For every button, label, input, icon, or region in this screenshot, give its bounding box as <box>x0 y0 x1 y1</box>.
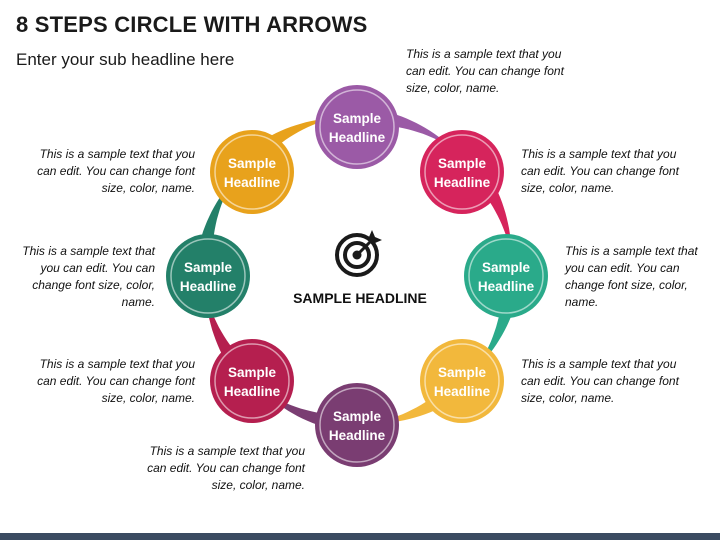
step-5-label-2: Headline <box>329 428 386 443</box>
step-5-description: This is a sample text that you can edit.… <box>147 444 305 492</box>
step-8-label-1: Sample <box>228 156 277 171</box>
footer-bar <box>0 533 720 540</box>
step-5-label-1: Sample <box>333 409 382 424</box>
step-2-description: This is a sample text that you can edit.… <box>521 147 679 195</box>
step-7-label-2: Headline <box>180 279 237 294</box>
center-headline: SAMPLE HEADLINE <box>293 290 427 306</box>
circles-layer: SampleHeadlineSampleHeadlineSampleHeadli… <box>166 85 548 467</box>
step-1-label-1: Sample <box>333 111 382 126</box>
step-6-label-2: Headline <box>224 384 281 399</box>
step-8-description: This is a sample text that you can edit.… <box>37 147 195 195</box>
step-7-label-1: Sample <box>184 260 233 275</box>
step-4-label-1: Sample <box>438 365 487 380</box>
page-title: 8 STEPS CIRCLE WITH ARROWS <box>16 12 368 37</box>
step-4-label-2: Headline <box>434 384 491 399</box>
step-2-label-1: Sample <box>438 156 487 171</box>
step-2-label-2: Headline <box>434 175 491 190</box>
step-1-label-2: Headline <box>329 130 386 145</box>
step-6-description: This is a sample text that you can edit.… <box>37 357 195 405</box>
step-3-description: This is a sample text that you can edit.… <box>565 244 698 309</box>
step-7-description: This is a sample text that you can edit.… <box>22 244 155 309</box>
page-subtitle: Enter your sub headline here <box>16 50 235 69</box>
step-3-label-1: Sample <box>482 260 531 275</box>
step-3-label-2: Headline <box>478 279 535 294</box>
step-1-description: This is a sample text that you can edit.… <box>406 47 564 95</box>
step-8-label-2: Headline <box>224 175 281 190</box>
target-icon <box>335 230 382 277</box>
step-6-label-1: Sample <box>228 365 277 380</box>
step-4-description: This is a sample text that you can edit.… <box>521 357 679 405</box>
